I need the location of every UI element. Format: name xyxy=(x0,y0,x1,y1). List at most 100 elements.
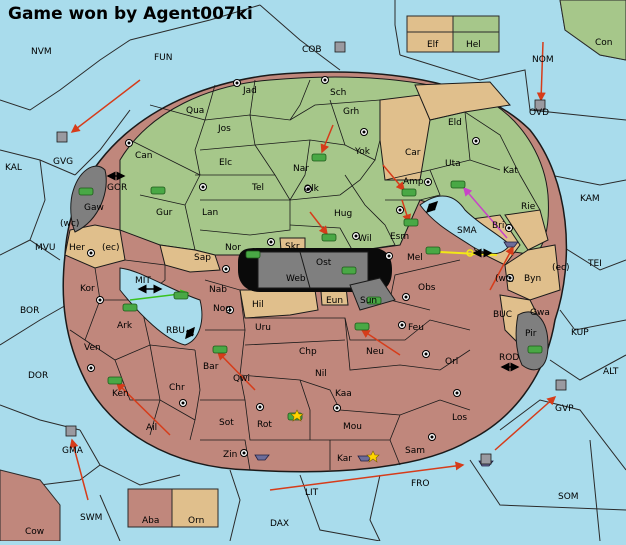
svg-text:Rot: Rot xyxy=(257,420,272,430)
svg-text:Nab: Nab xyxy=(209,285,227,295)
svg-text:Qwi: Qwi xyxy=(233,374,250,384)
home-elf[interactable] xyxy=(406,15,454,53)
svg-text:Chp: Chp xyxy=(299,347,317,357)
land-eld[interactable] xyxy=(414,81,511,121)
svg-text:MIT: MIT xyxy=(135,276,151,286)
svg-text:NOM: NOM xyxy=(532,55,554,65)
game-result-title: Game won by Agent007ki xyxy=(8,4,253,24)
svg-text:Feu: Feu xyxy=(408,323,424,333)
land-pir[interactable] xyxy=(515,311,549,371)
land-con[interactable] xyxy=(559,0,626,61)
land-rie[interactable] xyxy=(504,209,549,251)
fleet-units xyxy=(254,241,519,467)
svg-text:MVU: MVU xyxy=(35,243,56,253)
svg-text:GVP: GVP xyxy=(555,404,574,414)
svg-text:Esm: Esm xyxy=(390,232,409,242)
svg-text:Ven: Ven xyxy=(84,343,101,353)
svg-text:Sam: Sam xyxy=(405,446,425,456)
svg-text:Rie: Rie xyxy=(521,202,536,212)
svg-text:OVD: OVD xyxy=(529,108,549,118)
svg-text:Eun: Eun xyxy=(326,296,343,306)
svg-text:Nor: Nor xyxy=(225,243,241,253)
stars xyxy=(290,409,380,463)
svg-text:LIT: LIT xyxy=(305,488,319,498)
svg-text:Uru: Uru xyxy=(255,323,271,333)
svg-text:KAM: KAM xyxy=(580,194,600,204)
home-orn[interactable] xyxy=(171,488,219,528)
svg-text:(ec): (ec) xyxy=(102,243,120,253)
svg-text:(wc): (wc) xyxy=(60,219,79,229)
land-cow[interactable] xyxy=(0,469,61,542)
svg-text:(wc): (wc) xyxy=(495,274,514,284)
svg-text:TEI: TEI xyxy=(587,259,602,269)
svg-text:Bar: Bar xyxy=(203,362,219,372)
svg-text:Jos: Jos xyxy=(217,124,231,134)
svg-text:Ark: Ark xyxy=(117,321,133,331)
svg-text:Obs: Obs xyxy=(418,283,436,293)
svg-text:Kat: Kat xyxy=(503,166,518,176)
svg-text:Mel: Mel xyxy=(407,253,423,263)
svg-text:Gaw: Gaw xyxy=(84,203,104,213)
svg-text:Chr: Chr xyxy=(169,383,185,393)
svg-text:Aba: Aba xyxy=(142,516,159,526)
svg-text:Web: Web xyxy=(286,274,306,284)
svg-text:Wil: Wil xyxy=(358,234,372,244)
home-hel[interactable] xyxy=(452,15,500,53)
svg-text:Nil: Nil xyxy=(315,369,327,379)
svg-text:Her: Her xyxy=(69,243,85,253)
svg-text:Mou: Mou xyxy=(343,422,362,432)
svg-text:DAX: DAX xyxy=(270,519,289,529)
svg-text:RBU: RBU xyxy=(166,326,185,336)
svg-text:Elc: Elc xyxy=(219,158,232,168)
svg-text:Hil: Hil xyxy=(252,300,264,310)
svg-text:Sot: Sot xyxy=(219,418,234,428)
svg-text:Kor: Kor xyxy=(80,284,95,294)
svg-text:Olk: Olk xyxy=(304,184,320,194)
svg-text:Kaa: Kaa xyxy=(335,389,352,399)
svg-text:SMA: SMA xyxy=(457,226,477,236)
svg-text:Tel: Tel xyxy=(251,183,264,193)
svg-text:DOR: DOR xyxy=(28,371,48,381)
svg-text:Ken: Ken xyxy=(112,389,129,399)
svg-text:Con: Con xyxy=(595,38,613,48)
svg-text:Lan: Lan xyxy=(202,208,218,218)
svg-text:KUP: KUP xyxy=(571,328,589,338)
svg-text:Ost: Ost xyxy=(316,258,332,268)
supply-center-dots xyxy=(89,78,512,455)
svg-text:KAL: KAL xyxy=(5,163,22,173)
svg-text:Grh: Grh xyxy=(343,107,359,117)
svg-text:Amp: Amp xyxy=(403,177,424,187)
svg-text:Uta: Uta xyxy=(445,159,461,169)
svg-text:Eld: Eld xyxy=(448,118,462,128)
svg-text:Los: Los xyxy=(452,413,467,423)
svg-text:Bri: Bri xyxy=(492,221,504,231)
bridge-arrows xyxy=(106,171,520,372)
svg-text:Orl: Orl xyxy=(445,357,458,367)
svg-text:Ail: Ail xyxy=(146,423,157,433)
land-sun[interactable] xyxy=(349,277,396,311)
svg-text:GVG: GVG xyxy=(53,157,73,167)
svg-text:Gwa: Gwa xyxy=(530,308,550,318)
svg-text:Can: Can xyxy=(135,151,153,161)
home-aba[interactable] xyxy=(127,488,173,528)
svg-text:FRO: FRO xyxy=(411,479,430,489)
svg-text:GMA: GMA xyxy=(62,446,84,456)
svg-text:Jad: Jad xyxy=(242,86,257,96)
svg-text:GOR: GOR xyxy=(107,183,127,193)
land-car[interactable] xyxy=(379,94,431,181)
svg-text:Neu: Neu xyxy=(366,347,384,357)
svg-text:(ec): (ec) xyxy=(552,263,570,273)
svg-text:Gur: Gur xyxy=(156,208,173,218)
army-units xyxy=(78,153,543,421)
svg-text:Byn: Byn xyxy=(524,274,541,284)
land-gaw[interactable] xyxy=(70,165,107,233)
order-arrows xyxy=(69,41,557,501)
svg-text:ROD: ROD xyxy=(499,353,519,363)
land-byn[interactable] xyxy=(504,244,561,301)
svg-text:SWM: SWM xyxy=(80,513,102,523)
svg-text:Kar: Kar xyxy=(337,454,352,464)
